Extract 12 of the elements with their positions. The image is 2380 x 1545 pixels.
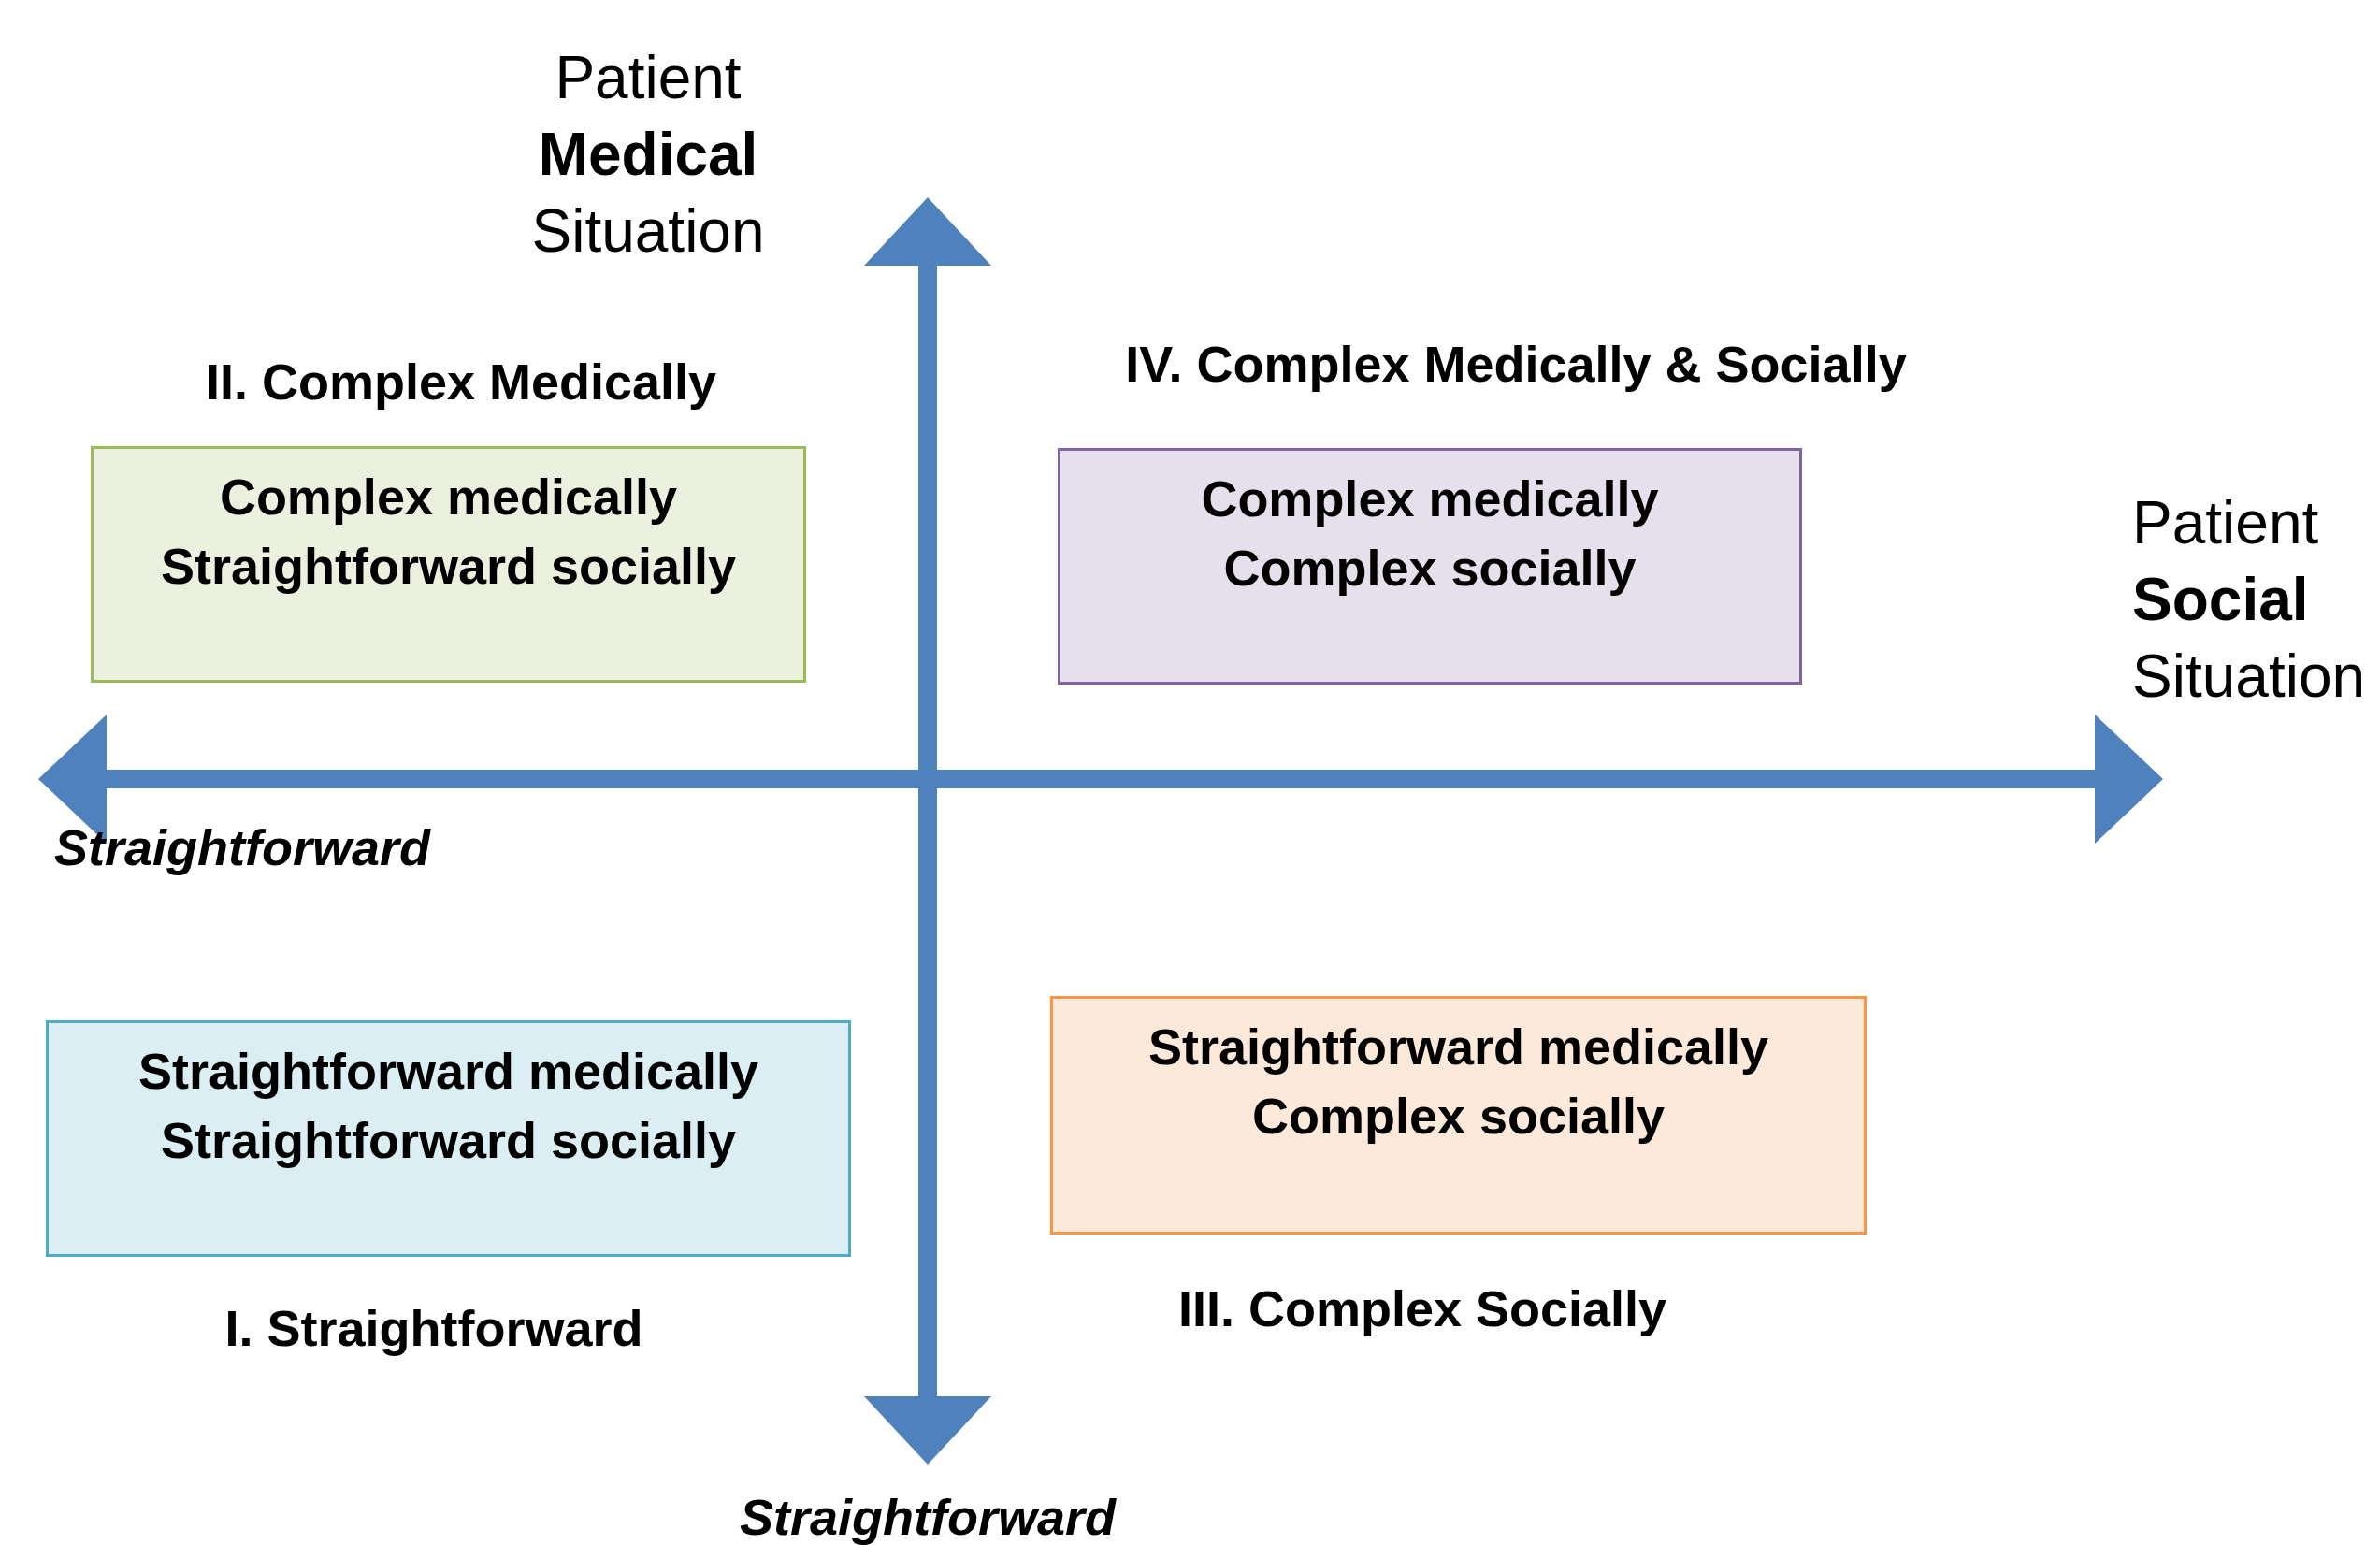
axis-title: Patient Social Situation (2132, 488, 2367, 712)
quadrant-description: Complex socially (1223, 539, 1637, 598)
quadrant-description: Complex medically (1201, 469, 1659, 528)
quadrant-description: Straightforward socially (160, 537, 737, 596)
quadrant-description: Straightforward medically (137, 1042, 759, 1101)
quadrant-description: Complex socially (1251, 1087, 1666, 1146)
axis-title: Patient Medical Situation (530, 43, 766, 267)
axis-end-label: Straightforward (54, 817, 430, 877)
axis-end-label: Straightforward (740, 1487, 1116, 1545)
quadrant-description: Straightforward socially (160, 1111, 737, 1170)
quadrant-description: Straightforward medically (1147, 1018, 1769, 1076)
quadrant-description: Complex medically (219, 468, 678, 527)
